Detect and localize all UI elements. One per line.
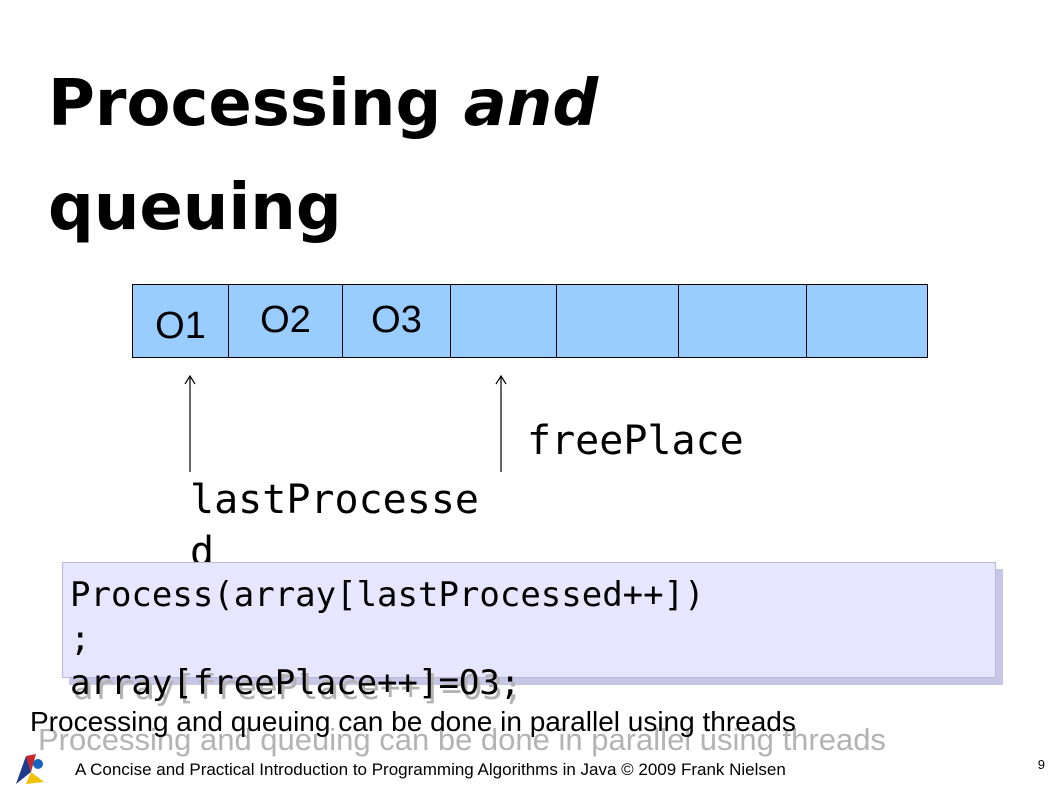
array-cell: O3 xyxy=(343,285,451,357)
array-cell xyxy=(807,285,927,357)
code-block: Process(array[lastProcessed++]) ; array[… xyxy=(70,573,705,705)
title-part2: queuing xyxy=(48,171,342,245)
array-cell xyxy=(451,285,557,357)
title-part1: Processing xyxy=(48,67,464,141)
free-place-arrow-icon xyxy=(495,374,507,472)
slide-title: Processing and queuing xyxy=(48,52,748,260)
last-processed-line1: lastProcesse xyxy=(190,477,479,523)
array-cell xyxy=(679,285,807,357)
note-text: Processing and queuing can be done in pa… xyxy=(30,706,796,737)
code-line1: Process(array[lastProcessed++]) xyxy=(70,575,705,615)
array-cell: O1 xyxy=(133,285,229,357)
last-processed-label: lastProcesse d xyxy=(190,474,479,578)
cell-label: O2 xyxy=(260,299,311,341)
code-box xyxy=(62,562,996,678)
cell-label: O1 xyxy=(155,305,206,347)
title-italic: and xyxy=(463,67,599,141)
school-logo-icon xyxy=(16,754,44,784)
last-processed-arrow-icon xyxy=(184,374,196,472)
array-cell: O2 xyxy=(229,285,343,357)
array-cell xyxy=(557,285,679,357)
footer-text: A Concise and Practical Introduction to … xyxy=(75,760,786,779)
queue-array: O1 O2 O3 xyxy=(132,284,928,358)
cell-label: O3 xyxy=(371,299,422,341)
code-line2: ; xyxy=(70,619,91,659)
code-line3-shadow: array[freePlace++]=O3; xyxy=(73,668,524,708)
code-line3: array[freePlace++]=O3; xyxy=(70,663,521,703)
free-place-label: freePlace xyxy=(527,418,744,464)
page-number: 9 xyxy=(1037,757,1045,772)
note-shadow: Processing and queuing can be done in pa… xyxy=(38,722,886,757)
